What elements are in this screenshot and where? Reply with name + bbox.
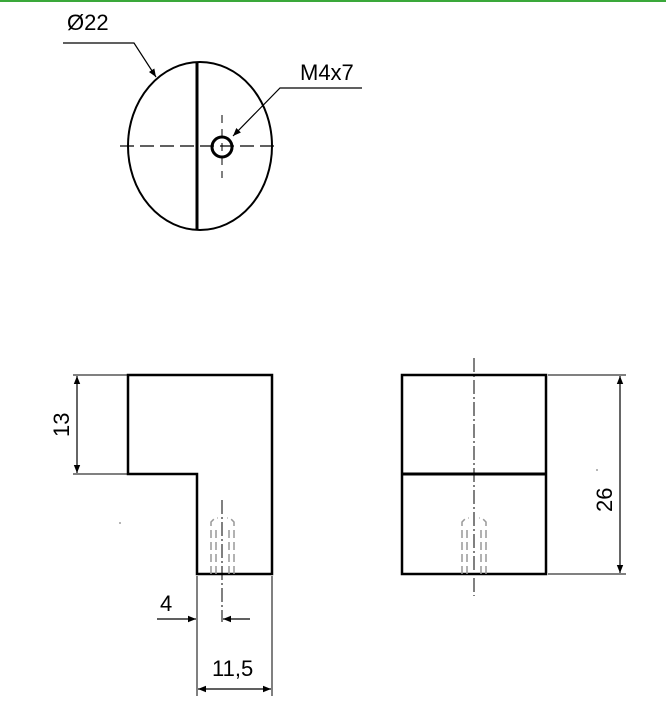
thread-label: M4x7 <box>300 60 354 85</box>
diameter-leader <box>63 42 157 78</box>
diameter-label: Ø22 <box>67 10 109 35</box>
height-label-13: 13 <box>49 413 74 437</box>
right-side-view: 26 <box>400 358 626 596</box>
stray-dot <box>119 522 121 524</box>
hidden-thread <box>210 517 235 574</box>
height-label-26: 26 <box>592 488 617 512</box>
stray-dot <box>596 469 598 471</box>
l-shape-outline <box>126 373 274 576</box>
left-side-view: 13 4 11,5 <box>49 373 274 696</box>
thread-leader <box>232 87 362 137</box>
threaded-hole <box>210 135 234 159</box>
hidden-thread <box>461 517 487 574</box>
top-accent-bar <box>0 0 666 2</box>
width-label-11-5: 11,5 <box>212 656 253 681</box>
offset-label-4: 4 <box>160 591 172 616</box>
top-view: Ø22 M4x7 <box>63 10 362 231</box>
